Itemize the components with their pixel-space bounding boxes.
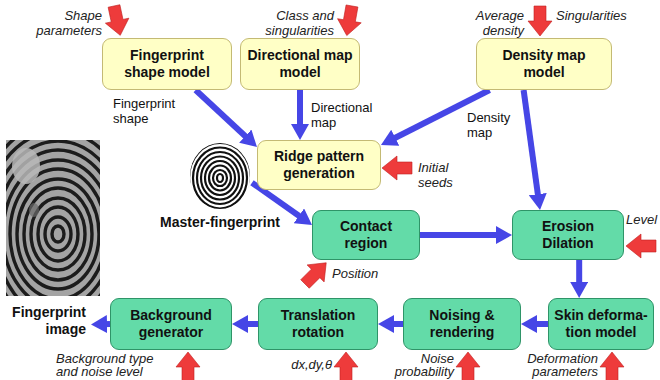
flow-arrow	[388, 321, 403, 327]
input-arrow	[600, 352, 624, 380]
input-arrow	[334, 352, 358, 380]
master-fingerprint: Master-fingerprint	[188, 142, 252, 210]
process-box: Contact region	[312, 210, 420, 260]
box-label: Erosion Dilation	[519, 218, 617, 252]
input-label: Background type and noise level	[56, 352, 172, 378]
input-arrow	[456, 352, 480, 380]
edge-label: Density map	[466, 110, 520, 140]
input-arrow	[176, 352, 200, 380]
box-label: Skin deforma- tion model	[552, 307, 650, 341]
box-label: Ridge pattern generation	[263, 148, 375, 182]
model-box: Fingerprint shape model	[102, 38, 232, 90]
input-arrow	[102, 4, 132, 38]
box-label: Density map model	[482, 47, 606, 81]
box-label: Directional map model	[246, 47, 354, 81]
input-arrow	[626, 234, 656, 258]
flow-arrow	[524, 90, 539, 200]
process-box: Skin deforma- tion model	[548, 298, 654, 350]
box-label: Fingerprint image	[6, 304, 86, 338]
box-label: Noising & rendering	[409, 307, 515, 341]
flow-arrow	[576, 260, 582, 288]
input-label: Deformation parameters	[508, 352, 598, 378]
input-label: Average density	[440, 8, 524, 38]
box-label: Translation rotation	[264, 307, 372, 341]
input-arrows	[102, 4, 656, 380]
box-label: Background generator	[116, 307, 226, 341]
edge-label: Fingerprint shape	[112, 96, 192, 126]
input-label: Singularities	[556, 8, 646, 23]
process-box: Noising & rendering	[403, 298, 521, 350]
input-arrow	[528, 6, 552, 36]
process-box: Ridge pattern generation	[257, 140, 381, 190]
input-arrow	[335, 4, 364, 38]
input-label: Level	[626, 212, 660, 227]
master-fingerprint-drawing	[185, 139, 255, 218]
flow-arrow	[531, 321, 548, 327]
input-label: Class and singularities	[248, 8, 334, 38]
input-arrow	[382, 156, 412, 180]
input-arrow	[297, 254, 335, 292]
box-label: Fingerprint shape model	[108, 47, 226, 81]
figure-caption: Master-fingerprint	[160, 214, 280, 231]
flow-arrow	[420, 232, 502, 238]
input-label: Position	[332, 266, 392, 281]
model-box: Directional map model	[240, 38, 360, 90]
box-label: Contact region	[318, 218, 414, 252]
flow-arrow	[242, 321, 258, 327]
flow-arrow	[297, 90, 303, 130]
flow-arrow	[101, 321, 110, 327]
input-label: Initial seeds	[418, 160, 468, 190]
process-box: Translation rotation	[258, 298, 378, 350]
process-box: Erosion Dilation	[512, 210, 624, 260]
process-box: Background generator	[110, 298, 232, 350]
model-box: Density map model	[476, 38, 612, 90]
edge-label: Directional map	[310, 100, 388, 130]
output-label: Fingerprint image	[4, 300, 92, 342]
input-label: dx,dy,θ	[270, 358, 332, 371]
input-label: Shape parameters	[14, 8, 102, 38]
flow-arrow	[196, 90, 250, 140]
input-label: Noise probability	[384, 352, 454, 378]
